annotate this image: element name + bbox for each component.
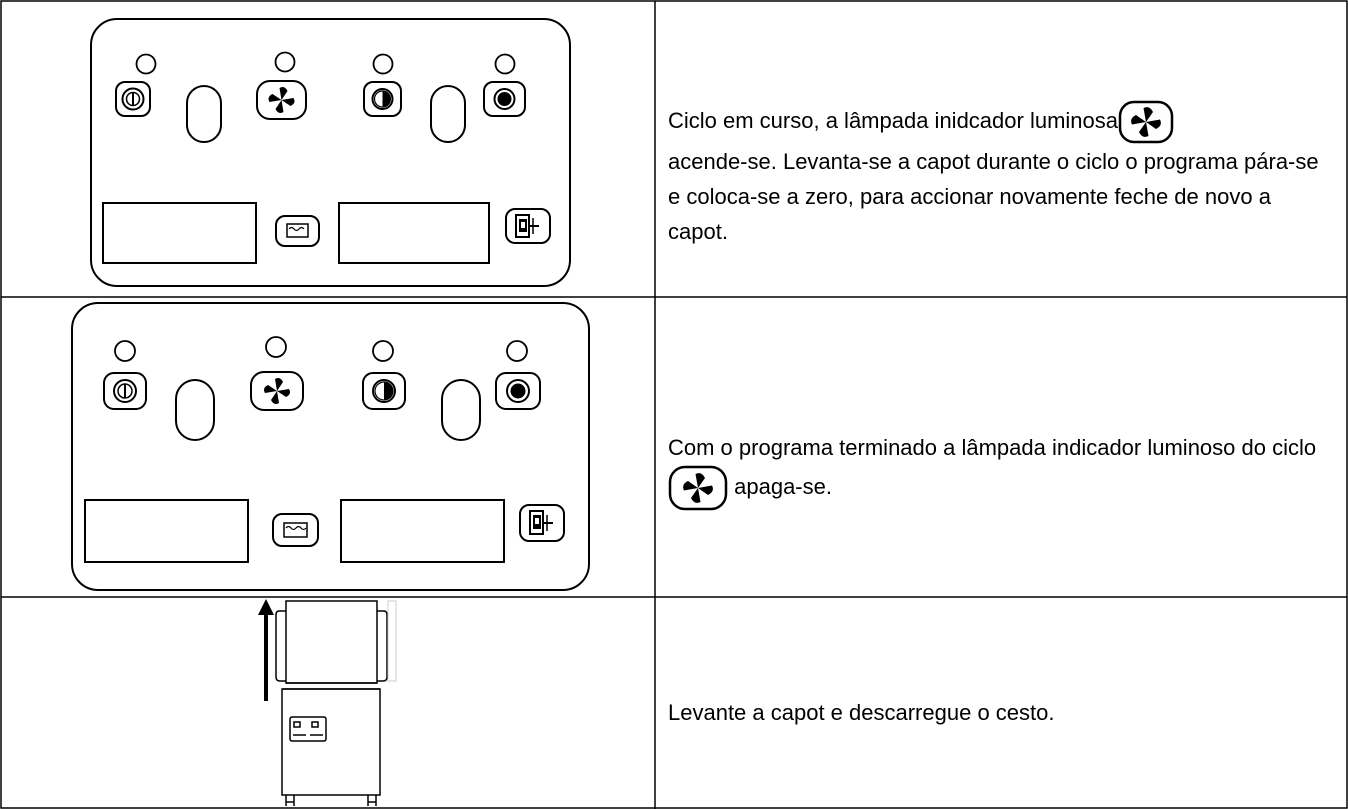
water-tank-icon[interactable] — [275, 215, 320, 247]
filled-circle-icon[interactable] — [483, 81, 526, 117]
half-circle-icon[interactable] — [362, 372, 406, 410]
instruction-2-part-a: Com o programa terminado a lâmpada indic… — [668, 435, 1317, 460]
machine-body — [281, 688, 381, 806]
oval-window-1 — [186, 85, 222, 143]
instruction-text-1: Ciclo em curso, a lâmpada inidcador lumi… — [668, 100, 1328, 249]
display-right — [338, 202, 490, 264]
fan-cycle-icon — [1118, 100, 1174, 144]
instruction-text-2: Com o programa terminado a lâmpada indic… — [668, 430, 1328, 511]
filled-circle-icon[interactable] — [495, 372, 541, 410]
hood — [275, 600, 388, 690]
power-icon[interactable] — [115, 81, 151, 117]
display-right — [340, 499, 505, 563]
instruction-1-part-b: acende-se. Levanta-se a capot durante o … — [668, 149, 1319, 244]
instruction-1-part-a: Ciclo em curso, a lâmpada inidcador lumi… — [668, 107, 1118, 133]
door-switch-icon[interactable] — [505, 208, 551, 244]
dishwasher-illustration — [258, 599, 397, 806]
instruction-text-3: Levante a capot e descarregue o cesto. — [668, 695, 1328, 730]
instruction-3-text: Levante a capot e descarregue o cesto. — [668, 700, 1055, 725]
water-tank-icon[interactable] — [272, 513, 319, 547]
oval-window-1 — [175, 379, 215, 441]
fan-cycle-icon[interactable] — [250, 371, 304, 411]
control-panel-2 — [71, 302, 590, 591]
lift-arrow-icon — [258, 599, 274, 701]
fan-cycle-icon — [668, 465, 728, 511]
door-switch-icon[interactable] — [519, 504, 565, 542]
power-icon[interactable] — [103, 372, 147, 410]
control-panel-1 — [90, 18, 571, 287]
instruction-2-part-b: apaga-se. — [734, 473, 832, 499]
display-left — [102, 202, 257, 264]
display-left — [84, 499, 249, 563]
oval-window-2 — [441, 379, 481, 441]
oval-window-2 — [430, 85, 466, 143]
half-circle-icon[interactable] — [363, 81, 402, 117]
fan-cycle-icon[interactable] — [256, 80, 307, 120]
